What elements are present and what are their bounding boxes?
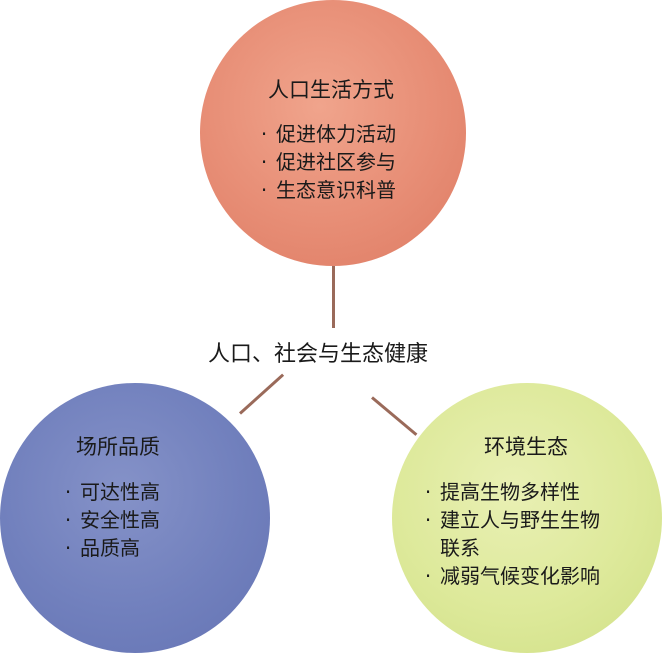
node-top-list: ·促进体力活动 ·促进社区参与 ·生态意识科普 <box>254 120 396 204</box>
node-population-lifestyle <box>200 0 466 266</box>
connector-left <box>238 373 285 415</box>
connector-right <box>371 396 418 436</box>
node-environment-ecology <box>392 383 662 653</box>
list-item: ·建立人与野生生物 <box>424 508 600 532</box>
node-top-title: 人口生活方式 <box>268 78 394 102</box>
node-left-title: 场所品质 <box>76 435 160 459</box>
node-place-quality <box>0 383 270 653</box>
list-item: ·促进体力活动 <box>260 122 396 146</box>
list-item: ·生态意识科普 <box>260 178 396 202</box>
list-item: ·提高生物多样性 <box>424 480 580 504</box>
node-left-list: ·可达性高 ·安全性高 ·品质高 <box>58 478 160 562</box>
list-item: 联系 <box>440 536 480 560</box>
node-right-title: 环境生态 <box>484 435 568 459</box>
connector-top <box>332 266 335 328</box>
center-label: 人口、社会与生态健康 <box>208 336 429 368</box>
list-item: ·安全性高 <box>64 508 160 532</box>
list-item: ·可达性高 <box>64 480 160 504</box>
list-item: ·减弱气候变化影响 <box>424 564 600 588</box>
node-right-list: ·提高生物多样性 ·建立人与野生生物 联系 ·减弱气候变化影响 <box>418 478 600 590</box>
list-item: ·促进社区参与 <box>260 150 396 174</box>
list-item: ·品质高 <box>64 536 140 560</box>
